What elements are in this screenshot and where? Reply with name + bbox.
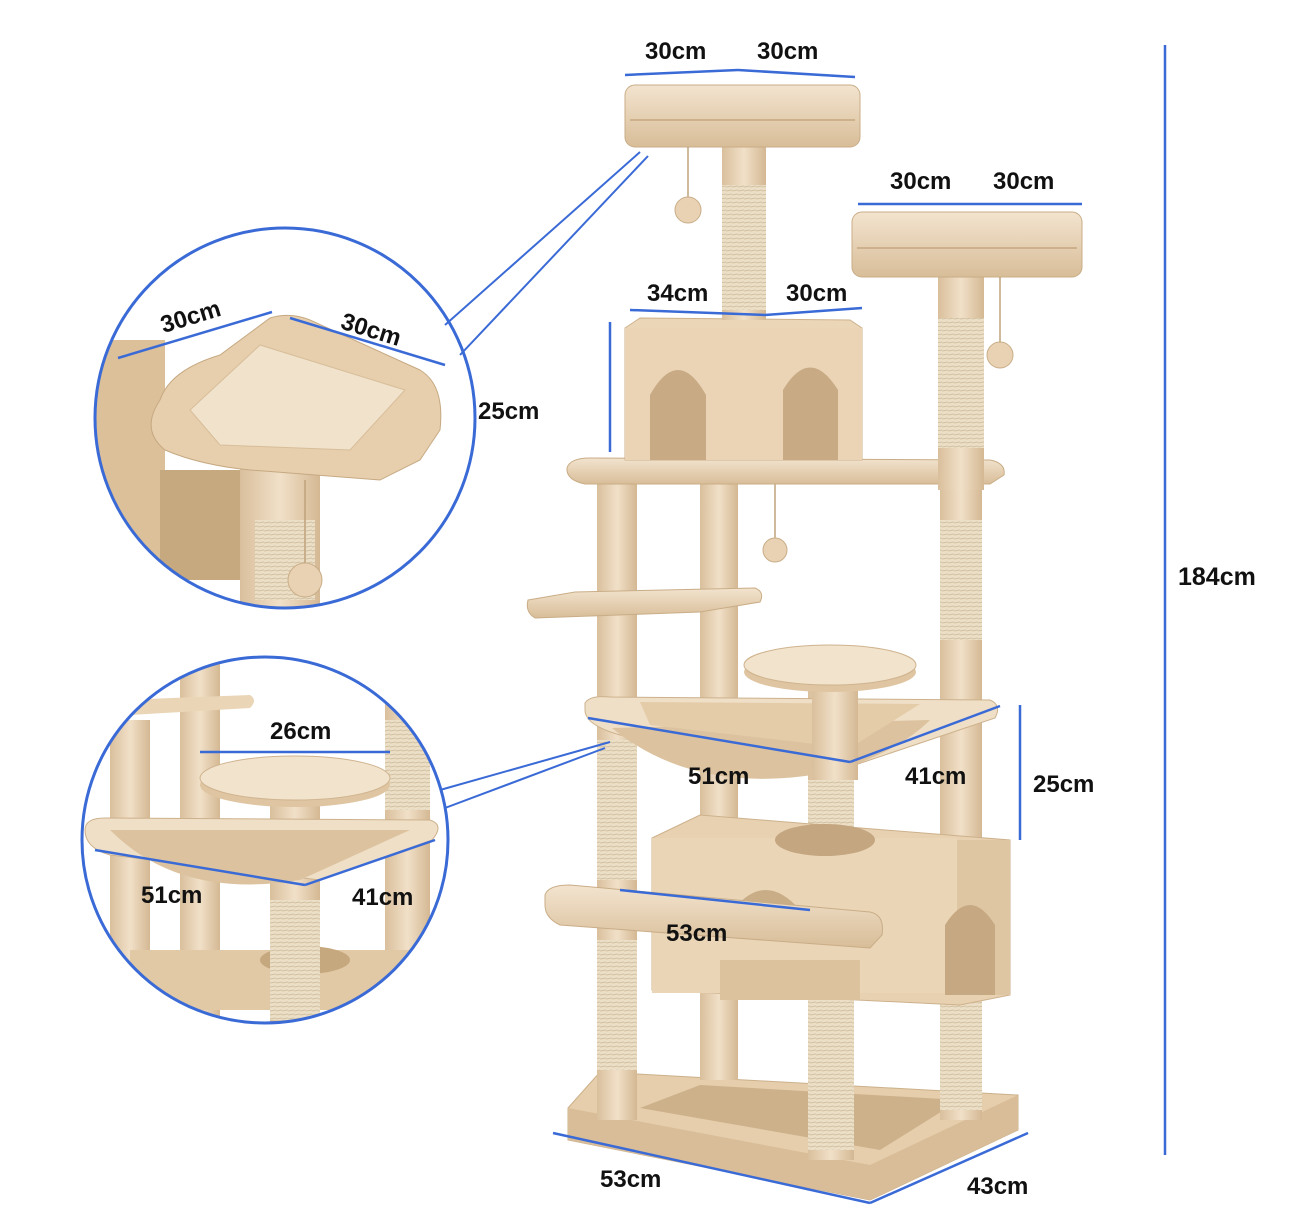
detail-circle-top-perch [93,226,477,610]
detail-circle-hammock [80,655,450,1025]
top-perch [624,84,861,148]
label-total-height: 184cm [1178,563,1256,591]
dim-line-top-perch [624,68,739,77]
cat-tree [526,84,1083,1201]
dim-line-hammock-width [587,716,851,764]
dim-line-detail-ham-width [94,848,306,887]
toy-ball-middle [762,537,788,563]
dim-line-base-width [552,1131,871,1205]
round-perch [743,644,917,780]
dim-line-detail-top-depth [289,316,446,367]
callout-connectors [439,151,649,809]
label-hammock-width: 51cm [688,763,750,790]
toy-ball-right [986,341,1014,369]
label-detail-perch-diameter: 26cm [270,718,332,745]
side-step [526,587,763,619]
label-condo-width: 34cm [647,280,709,307]
label-hammock-depth: 41cm [905,763,967,790]
label-hammock-height: 25cm [1033,771,1095,798]
label-top-perch-depth: 30cm [757,38,819,65]
right-perch [851,211,1083,278]
dim-line-detail-top-width [117,310,273,360]
tree-base [567,1071,1019,1201]
dimension-lines [94,45,1167,1205]
dim-line-hammock-depth [849,704,1001,764]
dim-line-detail-ham-depth [304,838,436,887]
label-detail-hammock-width: 51cm [141,882,203,909]
label-condo-depth: 30cm [786,280,848,307]
label-detail-top-height: 25cm [478,398,540,425]
label-base-depth: 43cm [967,1173,1029,1200]
dim-line-platform [619,888,811,912]
label-base-width: 53cm [600,1166,662,1193]
label-right-perch-depth: 30cm [993,168,1055,195]
dim-line-base-depth [869,1131,1029,1205]
middle-platform [566,457,1005,485]
upper-condo [624,317,863,461]
toy-ball-top [674,196,702,224]
label-right-perch-width: 30cm [890,168,952,195]
label-top-perch-width: 30cm [645,38,707,65]
label-platform-width: 53cm [666,920,728,947]
dim-line-condo [629,308,766,317]
lower-platform [544,884,883,949]
label-detail-hammock-depth: 41cm [352,884,414,911]
